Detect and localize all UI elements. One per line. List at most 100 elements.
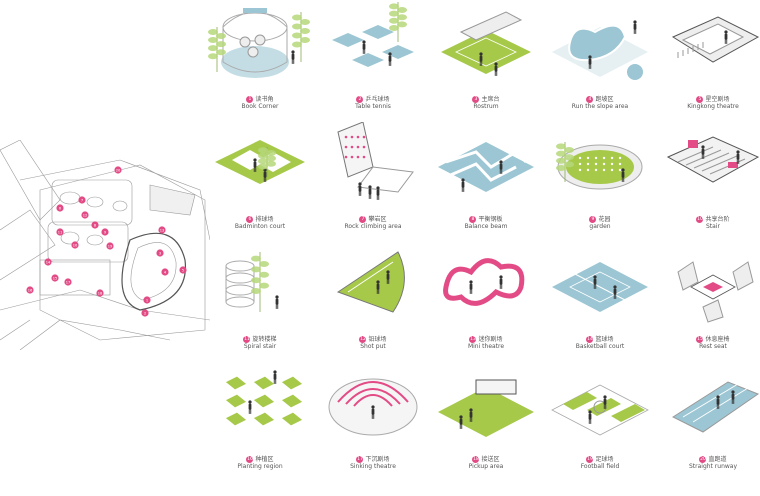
facility-number: 16 <box>246 456 254 463</box>
facility-name-en: Book Corner <box>241 103 279 110</box>
theatre-icon <box>671 16 760 63</box>
site-marker: 11 <box>56 228 64 236</box>
facility-name-cn: 种植区 <box>255 456 274 463</box>
svg-text:6: 6 <box>59 206 62 210</box>
book-corner-icon <box>208 8 310 78</box>
facility-name-cn: 读书角 <box>255 96 274 103</box>
straight-runway-icon <box>671 381 760 433</box>
site-marker: 1 <box>143 296 151 304</box>
site-marker: 19 <box>106 242 114 250</box>
pickup-area-icon <box>438 379 534 437</box>
facility-name-en: Planting region <box>237 463 283 470</box>
facility-number: 10 <box>696 216 704 223</box>
facility-number: 8 <box>469 216 477 223</box>
svg-text:18: 18 <box>98 291 103 295</box>
site-marker: 15 <box>51 274 59 282</box>
svg-text:1: 1 <box>146 298 148 302</box>
facility-name-cn: 跑坡区 <box>595 96 614 103</box>
facility-number: 20 <box>699 456 707 463</box>
badminton-court-icon <box>215 140 305 184</box>
site-marker: 4 <box>161 268 169 276</box>
facility-name-en: Rock climbing area <box>344 223 402 230</box>
facility-name-en: garden <box>589 223 611 230</box>
svg-text:16: 16 <box>28 288 33 292</box>
site-marker: 14 <box>44 258 52 266</box>
facility-number: 3 <box>472 96 480 103</box>
facility-name-cn: 花园 <box>598 216 611 223</box>
svg-text:4: 4 <box>164 270 167 274</box>
rest-seat-icon <box>677 261 754 323</box>
svg-text:8: 8 <box>94 223 97 227</box>
table-tennis-icon <box>332 2 414 67</box>
facility-name-en: Stair <box>706 223 720 230</box>
facility-name-cn: 篮球场 <box>595 336 614 343</box>
site-marker: 8 <box>91 221 99 229</box>
svg-text:2: 2 <box>144 311 146 315</box>
facility-name-cn: 攀岩区 <box>368 216 387 223</box>
facility-name-en: Balance beam <box>464 223 508 230</box>
site-marker: 3 <box>156 249 164 257</box>
facility-name-cn: 排球场 <box>255 216 274 223</box>
svg-text:17: 17 <box>66 280 71 284</box>
svg-text:20: 20 <box>116 168 121 172</box>
facility-name-en: Pickup area <box>468 463 504 470</box>
facility-number: 7 <box>359 216 367 223</box>
facility-name-en: Rostrum <box>473 103 499 110</box>
facility-name-cn: 星空剧场 <box>705 96 730 103</box>
facility-name-cn: 下沉剧场 <box>365 456 390 463</box>
svg-text:9: 9 <box>104 230 107 234</box>
svg-text:10: 10 <box>73 243 78 247</box>
svg-text:3: 3 <box>159 251 161 255</box>
facility-name-cn: 共享台阶 <box>705 216 730 223</box>
slope-area-icon <box>552 20 648 80</box>
facility-name-cn: 迷你剧场 <box>478 336 503 343</box>
facility-name-en: Mini theatre <box>467 343 505 350</box>
site-marker: 2 <box>141 309 149 317</box>
facility-name-en: Rest seat <box>699 343 727 350</box>
sinking-theatre-icon <box>328 378 418 436</box>
facility-number: 17 <box>356 456 364 463</box>
facility-name-en: Football field <box>580 463 620 470</box>
facility-number: 4 <box>586 96 594 103</box>
site-marker: 5 <box>179 266 187 274</box>
site-marker: 6 <box>56 204 64 212</box>
stair-icon <box>666 136 760 183</box>
mini-theatre-icon <box>443 258 525 306</box>
garden-icon <box>556 142 643 190</box>
facility-number: 15 <box>696 336 704 343</box>
facility-number: 19 <box>586 456 594 463</box>
facility-name-cn: 直跑道 <box>708 456 727 463</box>
facility-name-en: Sinking theatre <box>350 463 396 470</box>
facility-number: 2 <box>356 96 364 103</box>
football-field-icon <box>551 384 649 436</box>
facility-name-en: Basketball court <box>575 343 625 350</box>
facility-number: 11 <box>243 336 251 343</box>
facility-name-cn: 主席台 <box>481 96 500 103</box>
